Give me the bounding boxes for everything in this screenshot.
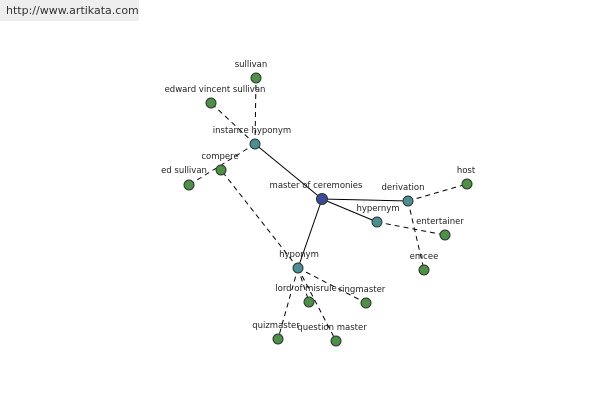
node-ed-sullivan-marker[interactable]	[183, 179, 195, 191]
edge-instance-hyponym-to-ed-sullivan	[188, 143, 256, 186]
edge-instance-hyponym-to-sullivan	[254, 77, 257, 145]
node-lord-of-misrule-label[interactable]: lord of misrule	[275, 284, 336, 294]
node-question-master-label[interactable]: question master	[297, 323, 367, 333]
node-sullivan[interactable]: sullivan	[235, 60, 268, 84]
node-ringmaster-marker[interactable]	[360, 297, 372, 309]
node-quizmaster-label[interactable]: quizmaster	[252, 321, 300, 331]
node-entertainer-label[interactable]: entertainer	[416, 217, 464, 227]
node-host-marker[interactable]	[461, 178, 473, 190]
edges-layer	[188, 77, 468, 342]
node-master-of-ceremonies-label[interactable]: master of ceremonies	[270, 181, 363, 191]
node-question-master[interactable]: question master	[297, 323, 367, 347]
node-entertainer-marker[interactable]	[439, 229, 451, 241]
node-instance-hyponym-marker[interactable]	[249, 138, 261, 150]
nodes-layer: master of ceremonies instance hyponym deri…	[161, 60, 476, 347]
node-ringmaster-label[interactable]: ringmaster	[339, 285, 386, 295]
node-ed-sullivan[interactable]: ed sullivan	[161, 166, 207, 191]
node-compere-label[interactable]: compere	[201, 152, 238, 162]
edge-hypernym-to-entertainer	[376, 221, 446, 236]
node-hypernym-marker[interactable]	[371, 216, 383, 228]
node-emcee-label[interactable]: emcee	[410, 252, 439, 262]
node-hypernym[interactable]: hypernym	[356, 204, 400, 228]
node-ringmaster[interactable]: ringmaster	[339, 285, 386, 309]
node-host-label[interactable]: host	[457, 166, 476, 176]
node-derivation-marker[interactable]	[402, 195, 414, 207]
node-edward-vincent-sullivan-label[interactable]: edward vincent sullivan	[165, 85, 266, 95]
edge-master-of-ceremonies-to-derivation	[321, 198, 409, 202]
node-derivation[interactable]: derivation	[381, 183, 425, 207]
node-sullivan-label[interactable]: sullivan	[235, 60, 268, 70]
node-sullivan-marker[interactable]	[250, 72, 262, 84]
edge-derivation-to-host	[407, 183, 468, 202]
node-entertainer[interactable]: entertainer	[416, 217, 464, 241]
watermark-url: http://www.artikata.com	[0, 0, 139, 21]
node-hyponym-marker[interactable]	[292, 262, 304, 274]
node-question-master-marker[interactable]	[330, 335, 342, 347]
edge-master-of-ceremonies-to-instance-hyponym	[254, 143, 323, 200]
node-quizmaster[interactable]: quizmaster	[252, 321, 300, 345]
node-edward-vincent-sullivan-marker[interactable]	[205, 97, 217, 109]
node-master-of-ceremonies[interactable]: master of ceremonies	[270, 181, 363, 205]
node-hyponym[interactable]: hyponym	[279, 250, 319, 274]
node-lord-of-misrule[interactable]: lord of misrule	[275, 284, 337, 308]
edge-hyponym-to-question-master	[297, 267, 337, 342]
node-derivation-label[interactable]: derivation	[381, 183, 424, 193]
node-emcee[interactable]: emcee	[410, 252, 439, 276]
node-emcee-marker[interactable]	[418, 264, 430, 276]
node-quizmaster-marker[interactable]	[272, 333, 284, 345]
node-host[interactable]: host	[457, 166, 476, 190]
edge-instance-hyponym-to-edward-vincent-sullivan	[210, 102, 256, 145]
edge-hyponym-to-lord-of-misrule	[297, 267, 310, 303]
edge-master-of-ceremonies-to-hypernym	[321, 198, 378, 223]
edge-hyponym-to-compere	[220, 169, 299, 269]
node-ed-sullivan-label[interactable]: ed sullivan	[161, 166, 207, 176]
node-instance-hyponym[interactable]: instance hyponym	[213, 126, 291, 150]
edge-derivation-to-emcee	[407, 200, 425, 271]
node-compere[interactable]: compere	[201, 152, 239, 176]
node-edward-vincent-sullivan[interactable]: edward vincent sullivan	[165, 85, 266, 109]
edge-hyponym-to-quizmaster	[277, 267, 299, 340]
node-lord-of-misrule-marker[interactable]	[303, 296, 315, 308]
edge-hyponym-to-ringmaster	[297, 267, 367, 304]
node-compere-marker[interactable]	[215, 164, 227, 176]
node-master-of-ceremonies-marker[interactable]	[316, 193, 328, 205]
node-instance-hyponym-label[interactable]: instance hyponym	[213, 126, 291, 136]
node-hyponym-label[interactable]: hyponym	[279, 250, 319, 260]
edge-master-of-ceremonies-to-hyponym	[297, 198, 323, 269]
node-hypernym-label[interactable]: hypernym	[356, 204, 399, 214]
